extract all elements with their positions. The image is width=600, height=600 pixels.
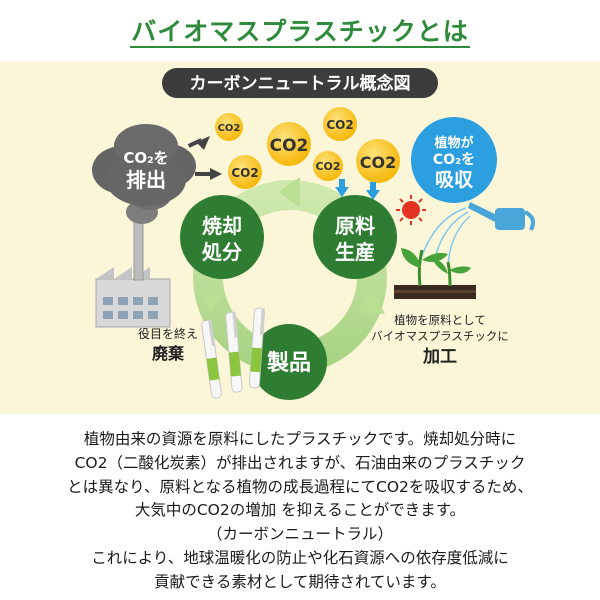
cycle-arrow-top (278, 177, 300, 207)
title-underline (130, 46, 470, 48)
description-line: これにより、地球温暖化の防止や化石資源への依存度低減に (91, 548, 509, 567)
co2-coin-3: CO2 (323, 107, 357, 141)
diagram-banner: カーボンニュートラル概念図 (162, 68, 438, 98)
factory-illustration (95, 221, 171, 328)
co2-coin-6: CO2 (356, 139, 400, 183)
stage-material-line1: 原料 (335, 214, 375, 238)
watering-can-icon (421, 202, 535, 267)
arrow-down-icon (335, 187, 349, 197)
banner-text: カーボンニュートラル概念図 (190, 73, 411, 94)
note-process-bold: 加工 (422, 347, 457, 367)
absorb-arrows (335, 179, 380, 200)
note-process-small1: 植物を原料として (394, 313, 486, 327)
description-line: （カーボンニュートラル） (206, 525, 393, 544)
note-discard-small: 役目を終え (138, 326, 198, 341)
cloud-text-line2: 排出 (126, 168, 166, 192)
page-title: バイオマスプラスチックとは (131, 17, 469, 46)
absorb-line3: 吸収 (435, 169, 474, 191)
stage-burn-line2: 処分 (202, 240, 242, 264)
description-line: とは異なり、原料となる植物の成長過程にてCO2を吸収するため、 (67, 477, 533, 496)
sun-icon (396, 195, 426, 225)
stage-burn: 焼却 処分 (180, 195, 264, 279)
arrow-down-icon (366, 190, 380, 200)
plant-illustration (394, 248, 476, 299)
stage-product: 製品 (251, 324, 327, 400)
svg-text:CO2: CO2 (270, 136, 309, 156)
absorb-badge: 植物が CO₂を 吸収 (411, 117, 497, 203)
diagram-canvas: カーボンニュートラル概念図 (92, 68, 535, 400)
note-process-small2: バイオマスプラスチックに (371, 329, 509, 343)
description-line: CO2（二酸化炭素）が排出されますが、石油由来のプラスチック (74, 453, 526, 472)
arrow-right-up-icon (196, 136, 210, 150)
note-discard-bold: 廃棄 (152, 344, 185, 363)
svg-text:CO2: CO2 (231, 166, 258, 180)
co2-coin-2: CO2 (267, 122, 311, 166)
absorb-line1: 植物が (433, 135, 473, 151)
stage-material-line2: 生産 (335, 240, 375, 264)
co2-coins: CO2 CO2 CO2 CO2 CO2 CO2 (215, 107, 400, 189)
description-line: 貢献できる素材として期待されています。 (154, 572, 446, 591)
svg-text:CO2: CO2 (326, 118, 353, 132)
co2-coin-5: CO2 (313, 151, 343, 181)
co2-coin-4: CO2 (228, 155, 262, 189)
stage-material: 原料 生産 (313, 195, 397, 279)
svg-text:CO2: CO2 (315, 160, 340, 173)
arrow-right-icon (210, 168, 222, 180)
cycle-arrow-left (198, 288, 225, 312)
emission-arrows (187, 136, 222, 180)
cycle-arrow-right (358, 290, 385, 314)
svg-text:CO2: CO2 (218, 123, 241, 134)
carbon-neutral-diagram: カーボンニュートラル概念図 (0, 62, 600, 414)
svg-text:CO2: CO2 (360, 153, 396, 172)
pen-products (201, 307, 265, 399)
description-line: 大気中のCO2の増加 を抑えることができます。 (134, 501, 466, 520)
cloud-text-line1: CO₂を (123, 149, 168, 167)
description: 植物由来の資源を原料にしたプラスチックです。焼却処分時に CO2（二酸化炭素）が… (0, 428, 600, 595)
stage-product-text: 製品 (266, 350, 311, 376)
co2-coin-1: CO2 (215, 113, 243, 141)
absorb-line2: CO₂を (433, 152, 475, 168)
description-line: 植物由来の資源を原料にしたプラスチックです。焼却処分時に (83, 430, 517, 448)
stage-burn-line1: 焼却 (202, 214, 242, 238)
smoke-cloud: CO₂を 排出 (92, 124, 196, 224)
